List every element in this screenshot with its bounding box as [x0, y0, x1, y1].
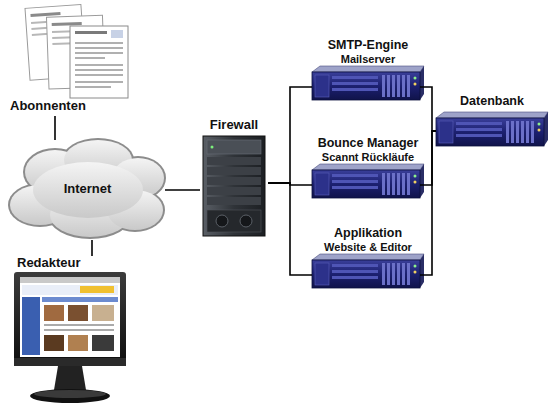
node-title: Firewall	[170, 118, 298, 133]
server-box: SMTP-EngineMailserver	[312, 38, 424, 104]
node-title: Applikation	[282, 226, 454, 240]
node-subtitle: Scannt Rückläufe	[282, 151, 454, 164]
node-title: Bounce Manager	[282, 136, 454, 150]
network-link	[268, 87, 312, 183]
network-link	[54, 116, 56, 140]
node-subtitle: Website & Editor	[282, 241, 454, 254]
network-link	[420, 131, 436, 275]
network-link	[91, 240, 93, 256]
subscribers-group: Abonnenten	[5, 3, 140, 116]
server-icon	[436, 112, 548, 146]
node-title: Abonnenten	[10, 99, 86, 114]
database-box: Datenbank	[436, 94, 548, 148]
network-link	[420, 131, 436, 185]
firewall-device	[203, 136, 265, 236]
network-link	[420, 87, 436, 131]
node-title: Datenbank	[406, 94, 550, 108]
node-subtitle: Mailserver	[282, 53, 454, 66]
server-box: ApplikationWebsite & Editor	[312, 226, 424, 292]
server-icon	[312, 66, 424, 100]
monitor-icon	[14, 272, 126, 403]
node-title: Redakteur	[17, 256, 81, 271]
server-box: Bounce ManagerScannt Rückläufe	[312, 136, 424, 202]
documents-icon	[25, 4, 128, 98]
network-link	[165, 189, 200, 191]
server-icon	[312, 254, 424, 288]
internet-cloud: Internet	[10, 140, 165, 240]
network-link	[268, 183, 312, 275]
editor-workstation: Redakteur	[12, 256, 127, 402]
server-icon	[312, 164, 424, 198]
firewall-box: Firewall	[200, 118, 268, 236]
node-title: Internet	[0, 182, 195, 197]
node-title: SMTP-Engine	[282, 38, 454, 52]
